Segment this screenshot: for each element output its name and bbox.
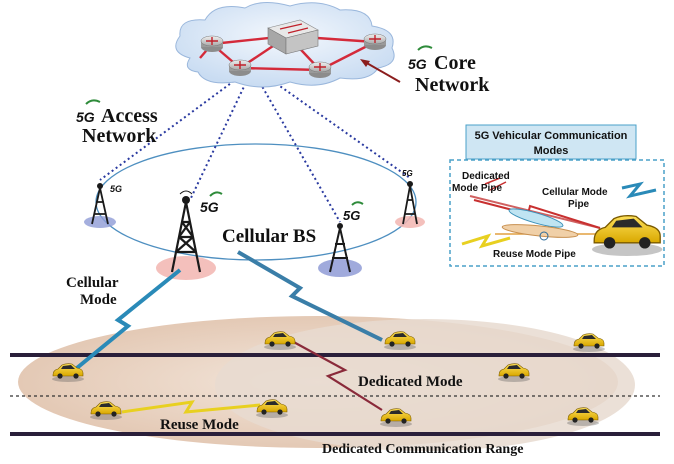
cellular-bs-label: Cellular BS	[222, 226, 316, 247]
inset-cellular-line1: Cellular Mode	[542, 187, 608, 198]
bs-center-5g-logo: 5G	[343, 208, 360, 223]
cellular-mode-line1: Cellular	[66, 275, 119, 291]
cellular-signal-left	[70, 268, 182, 374]
inset-cellular-line2: Pipe	[568, 199, 590, 210]
core-arrow-icon	[364, 61, 401, 83]
inset-dedicated-line1: Dedicated	[462, 171, 510, 182]
core-5g-logo: 5G	[408, 56, 427, 72]
inset-title-line1: 5G Vehicular Communication	[475, 130, 628, 142]
core-cloud	[175, 2, 395, 88]
dedicated-mode-label: Dedicated Mode	[358, 374, 463, 390]
access-label-line2: Network	[82, 125, 157, 147]
cellular-mode-line2: Mode	[80, 292, 117, 308]
core-label-line1: Core	[434, 52, 476, 74]
inset-title-line2: Modes	[534, 145, 569, 157]
bs-left-5g-logo: 5G	[110, 184, 122, 194]
reuse-mode-label: Reuse Mode	[160, 417, 239, 433]
access-5g-logo: 5G	[76, 109, 95, 125]
inset-panel: 5G Vehicular Communication Modes Dedicat…	[449, 124, 665, 267]
inset-dedicated-line2: Mode Pipe	[452, 183, 502, 194]
access-label-line1: Access	[101, 105, 158, 127]
access-label: 5G Access Network	[76, 99, 158, 147]
dedicated-signal	[289, 339, 383, 411]
core-label: 5G Core Network	[408, 45, 490, 96]
inset-reuse-label: Reuse Mode Pipe	[493, 249, 576, 260]
bs-right-5g-logo: 5G	[402, 169, 413, 178]
cellular-signal-center	[236, 250, 383, 342]
bs-center: 5G	[318, 201, 364, 277]
bs-big: 5G	[156, 190, 223, 280]
core-switch-icon	[267, 19, 319, 55]
bs-right: 5G	[395, 169, 425, 228]
dedicated-range-ellipse	[215, 319, 635, 451]
inset-pipes	[461, 177, 657, 249]
bs-left: 5G	[84, 183, 122, 228]
reuse-signal	[121, 400, 261, 414]
core-label-line2: Network	[415, 74, 490, 96]
car-4	[572, 333, 606, 353]
bs-big-5g-logo: 5G	[200, 199, 219, 215]
dedicated-range-label: Dedicated Communication Range	[322, 442, 523, 457]
access-links	[99, 71, 411, 223]
